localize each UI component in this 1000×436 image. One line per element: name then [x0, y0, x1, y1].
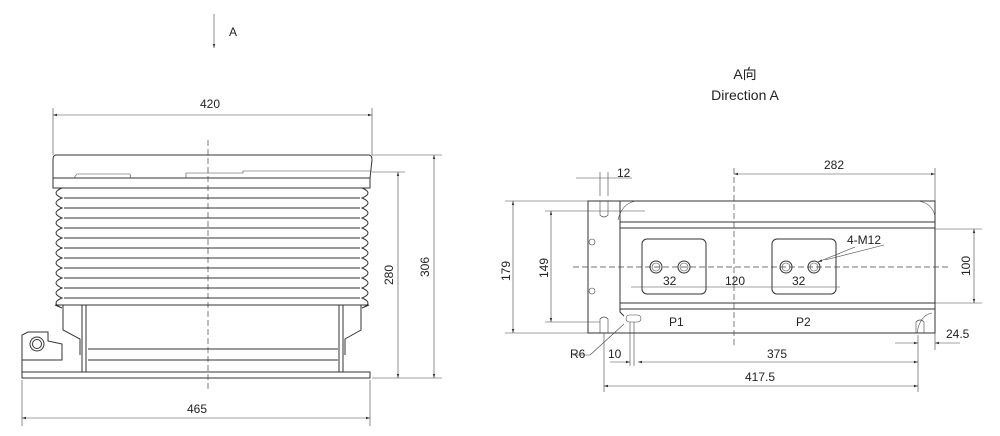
- side-view: 420 465 280 306: [21, 97, 442, 426]
- terminal-label-p1: P1: [669, 315, 684, 329]
- dim-375: 375: [767, 347, 787, 361]
- view-arrow-label: A: [229, 25, 237, 39]
- dim-282: 282: [824, 158, 844, 172]
- terminal-label-p2: P2: [796, 315, 811, 329]
- dim-417-5: 417.5: [745, 370, 775, 384]
- dim-32-p1: 32: [663, 274, 677, 288]
- dim-280: 280: [382, 265, 396, 285]
- dim-32-p2: 32: [792, 274, 806, 288]
- terminal-plate-p1: [641, 238, 707, 295]
- dim-10: 10: [608, 347, 622, 361]
- view-arrow-a: A: [212, 14, 237, 48]
- dim-24-5: 24.5: [946, 327, 970, 341]
- dim-100: 100: [959, 256, 973, 276]
- dim-120: 120: [725, 274, 745, 288]
- view-title-cn: A向: [733, 66, 756, 82]
- dim-420: 420: [200, 97, 220, 111]
- dim-306: 306: [418, 257, 432, 277]
- hole-callout: 4-M12: [847, 233, 881, 247]
- dim-179: 179: [499, 261, 513, 281]
- dim-465: 465: [187, 402, 207, 416]
- base-view: 32 120 32 4-M12 P1 P2 282 12 179 149 100…: [499, 158, 982, 392]
- dim-149: 149: [537, 258, 551, 278]
- terminal-plate-p2: [771, 238, 837, 295]
- view-title-en: Direction A: [711, 87, 779, 103]
- ground-terminal: [21, 331, 63, 372]
- dim-r6: R6: [570, 347, 586, 361]
- dim-12: 12: [617, 166, 631, 180]
- bellows: [54, 187, 370, 309]
